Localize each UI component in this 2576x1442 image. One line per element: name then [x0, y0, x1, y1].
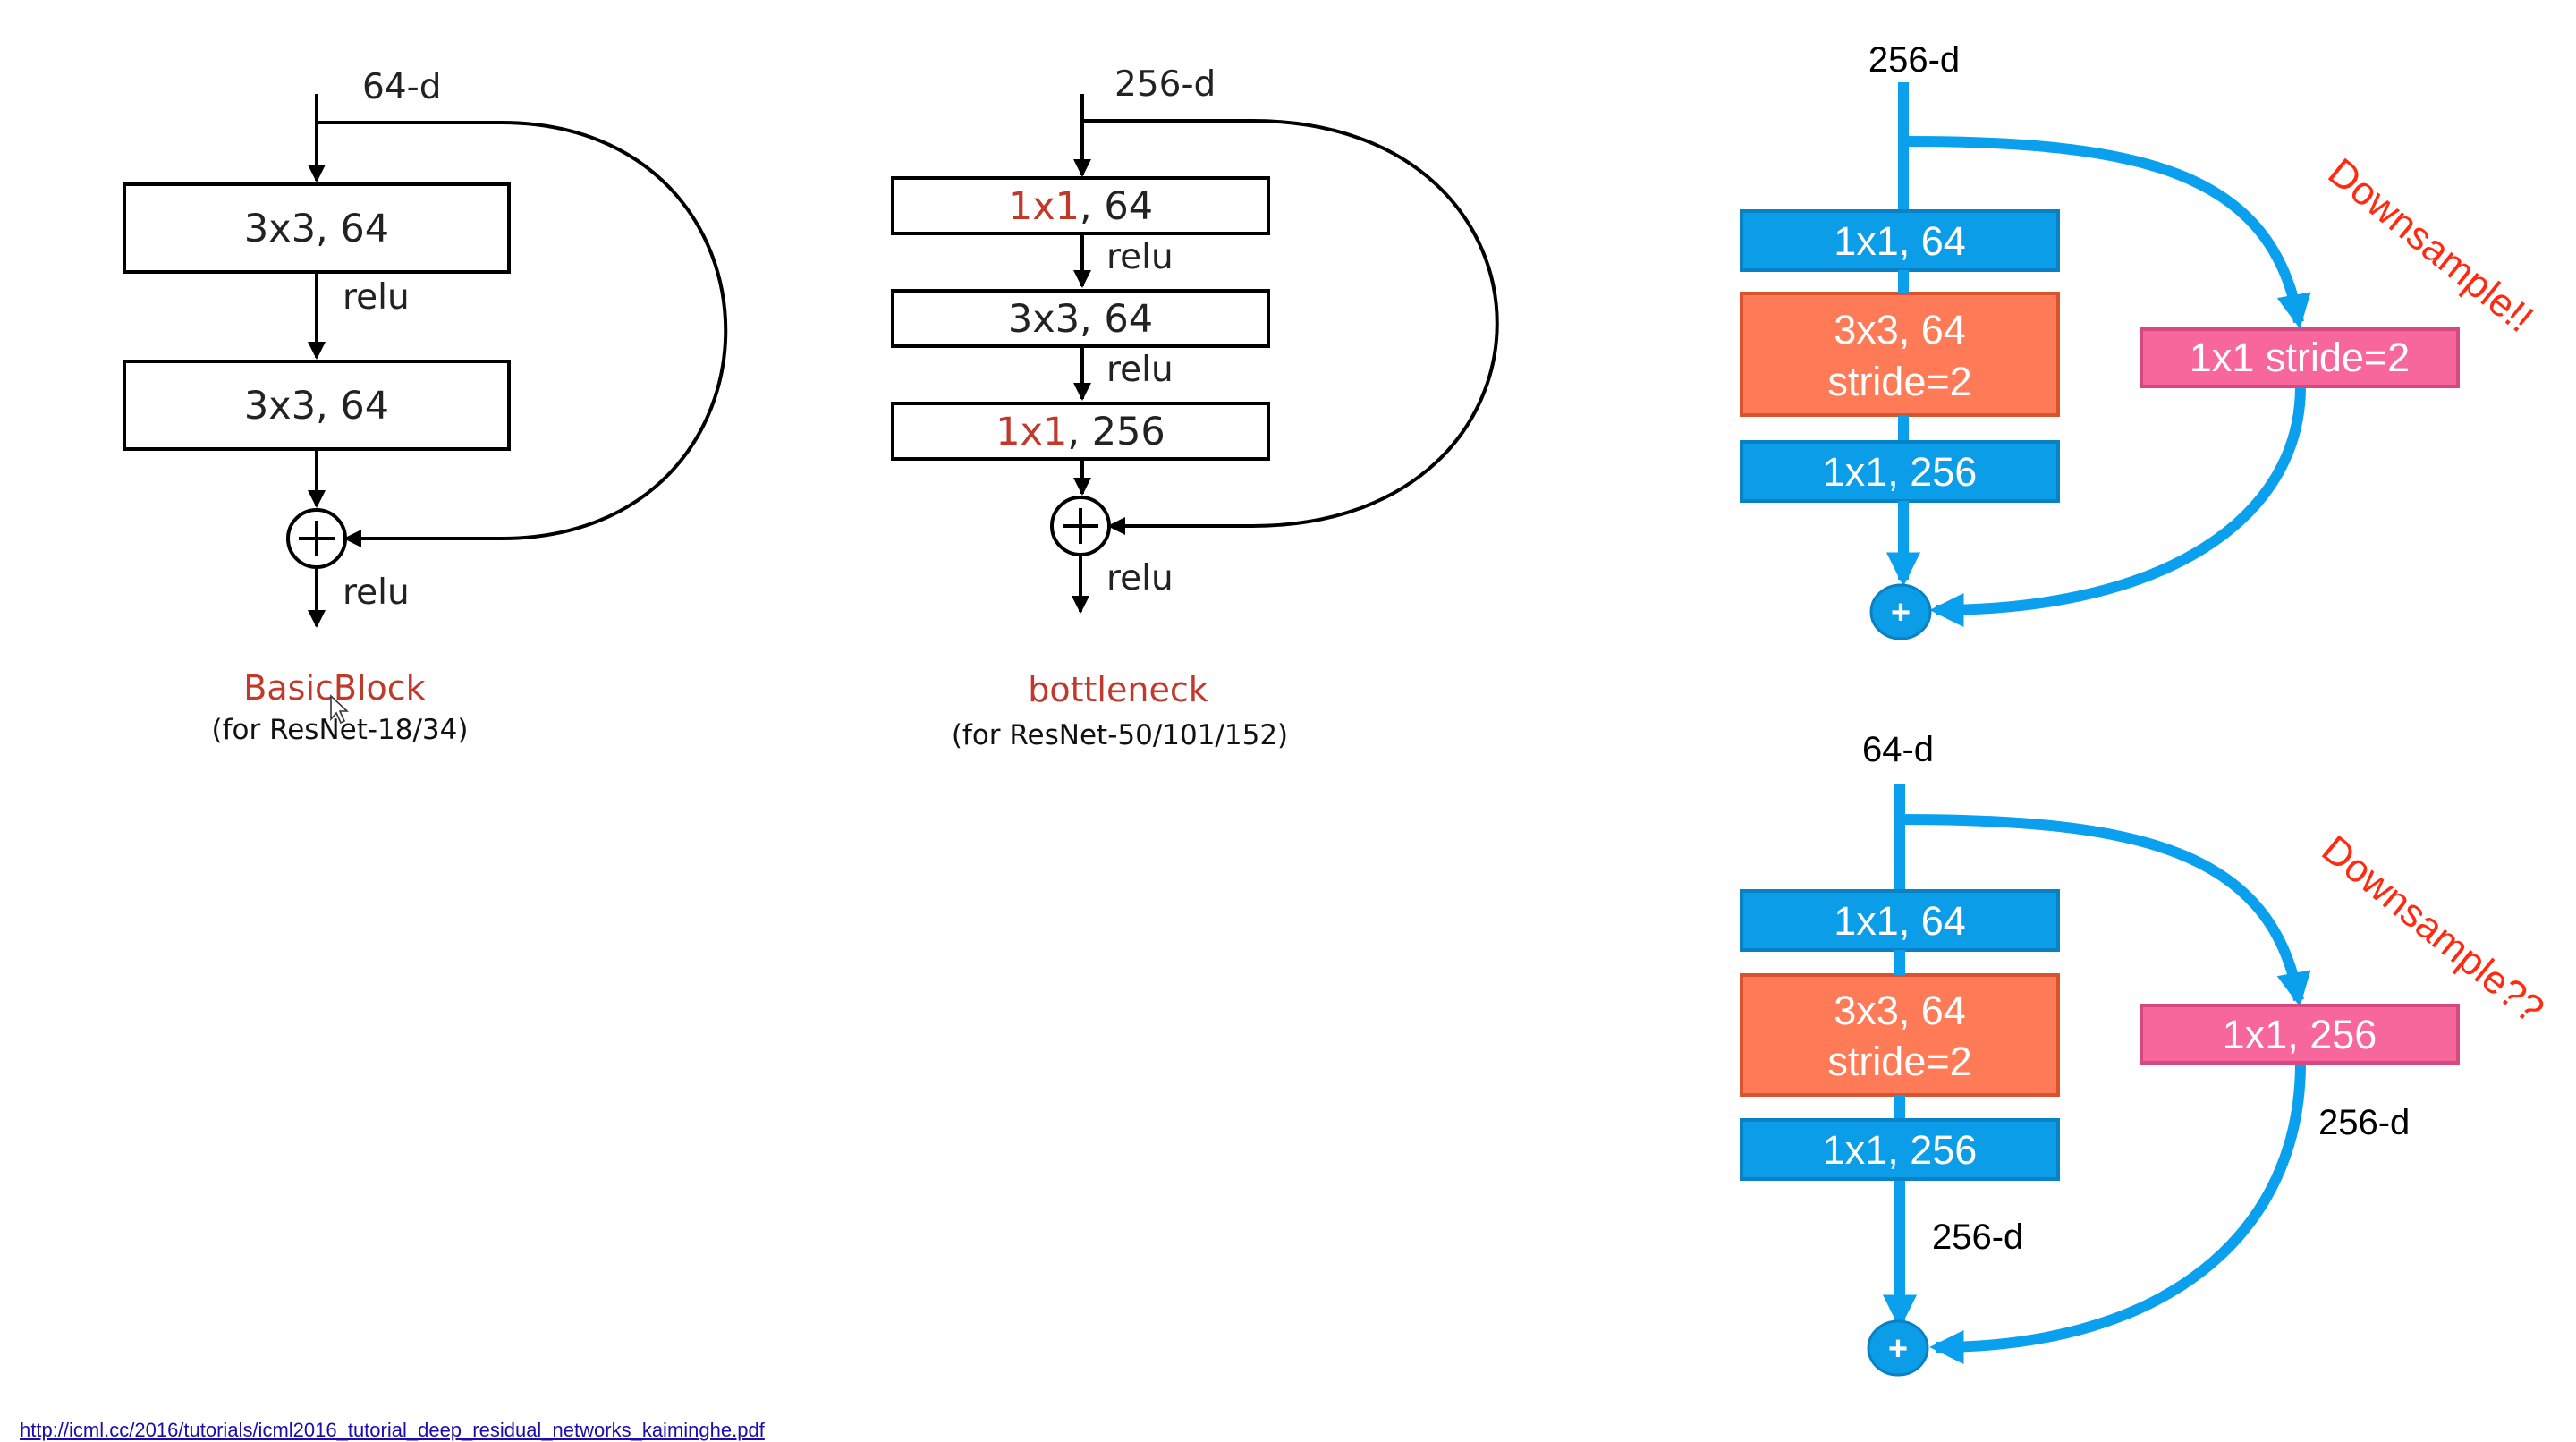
- mouse-cursor-icon: [330, 694, 350, 725]
- downsample-top-note: Downsample!!: [2320, 150, 2541, 342]
- downsample-bottom-note: Downsample??: [2314, 827, 2553, 1032]
- downsample-top-layer-2-stride: stride=2: [1827, 359, 1971, 404]
- basic-block-relu-2: relu: [343, 573, 410, 613]
- bottleneck-layer-2-label: 3x3, 64: [1008, 297, 1153, 342]
- downsample-bottom-main-out-dim: 256-d: [1932, 1217, 2023, 1257]
- source-link[interactable]: http://icml.cc/2016/tutorials/icml2016_t…: [20, 1419, 765, 1441]
- downsample-bottom-layer-1-label: 1x1, 64: [1834, 898, 1966, 944]
- bottleneck-input-dim: 256-d: [1114, 64, 1216, 105]
- svg-text:+: +: [1888, 1330, 1908, 1368]
- bottleneck-layer-3: [891, 402, 1270, 461]
- downsample-bottom-layer-3-label: 1x1, 256: [1823, 1127, 1978, 1173]
- basic-block-add-node: [286, 508, 347, 569]
- bottleneck-layer-1-label: 1x1, 64: [1008, 184, 1153, 229]
- downsample-top-layer-1: [1740, 209, 2060, 272]
- downsample-bottom-shortcut-branch: [1899, 814, 2311, 1007]
- downsample-top-merge-arrow: [1929, 386, 2306, 628]
- downsample-bottom-shortcut-conv: [2140, 1004, 2460, 1065]
- downsample-bottom-shortcut-label: 1x1, 256: [2223, 1012, 2377, 1057]
- basic-block-shortcut-arrow: [317, 121, 728, 547]
- basic-block-layer-1-label: 3x3, 64: [244, 207, 389, 251]
- downsample-bottom-layer-1: [1740, 889, 2060, 952]
- bottleneck-layer-1: [891, 176, 1270, 235]
- downsample-bottom-add-node: +: [1867, 1319, 1929, 1377]
- bottleneck-title: bottleneck: [1028, 670, 1208, 709]
- downsample-bottom-merge-arrow: [1929, 1062, 2306, 1365]
- downsample-top-layer-3: [1740, 440, 2060, 503]
- downsample-top-layer-2: [1740, 292, 2060, 417]
- basic-block-layer-1: [123, 182, 511, 274]
- svg-text:+: +: [1891, 594, 1911, 632]
- downsample-top-shortcut-label: 1x1 stride=2: [2190, 335, 2410, 380]
- downsample-bottom-layer-3: [1740, 1118, 2060, 1181]
- downsample-top-input-dim: 256-d: [1868, 40, 1960, 80]
- bottleneck-diagram: 256-d 1x1, 64 relu 3x3, 64 relu 1x1, 256…: [891, 64, 1499, 751]
- bottleneck-shortcut-arrow: [1082, 119, 1499, 535]
- basic-block-relu-1: relu: [343, 277, 410, 318]
- bottleneck-layer-3-label: 1x1, 256: [996, 410, 1165, 454]
- downsample-top-layer-3-label: 1x1, 256: [1823, 449, 1978, 495]
- downsample-top-layer-2-label: 3x3, 64: [1834, 307, 1966, 352]
- downsample-bottom-shortcut-out-dim: 256-d: [2318, 1103, 2410, 1142]
- basic-block-layer-2: [123, 360, 511, 451]
- bottleneck-relu-3: relu: [1106, 558, 1174, 598]
- bottleneck-subtitle: (for ResNet-50/101/152): [952, 719, 1288, 751]
- basic-block-input-dim: 64-d: [362, 67, 441, 107]
- basic-block-layer-2-label: 3x3, 64: [244, 384, 389, 428]
- downsample-bottom-layer-2-label: 3x3, 64: [1834, 988, 1966, 1033]
- downsample-top-shortcut-branch: [1902, 136, 2311, 329]
- bottleneck-relu-2: relu: [1106, 350, 1174, 390]
- basic-block-diagram: 64-d 3x3, 64 relu 3x3, 64 relu BasicBloc…: [123, 67, 728, 746]
- downsample-top-diagram: 256-d 1x1, 64 3x3, 64 stride=2 1x1, 256 …: [1740, 40, 2541, 640]
- bottleneck-relu-1: relu: [1106, 237, 1174, 277]
- bottleneck-add-node: [1050, 496, 1111, 556]
- downsample-top-shortcut-conv: [2140, 327, 2460, 388]
- downsample-top-add-node: +: [1869, 583, 1932, 640]
- downsample-bottom-input-dim: 64-d: [1862, 730, 1934, 769]
- downsample-bottom-diagram: 64-d 1x1, 64 3x3, 64 stride=2 1x1, 256 2…: [1740, 730, 2553, 1377]
- downsample-top-layer-1-label: 1x1, 64: [1834, 218, 1966, 264]
- downsample-bottom-layer-2-stride: stride=2: [1827, 1039, 1971, 1084]
